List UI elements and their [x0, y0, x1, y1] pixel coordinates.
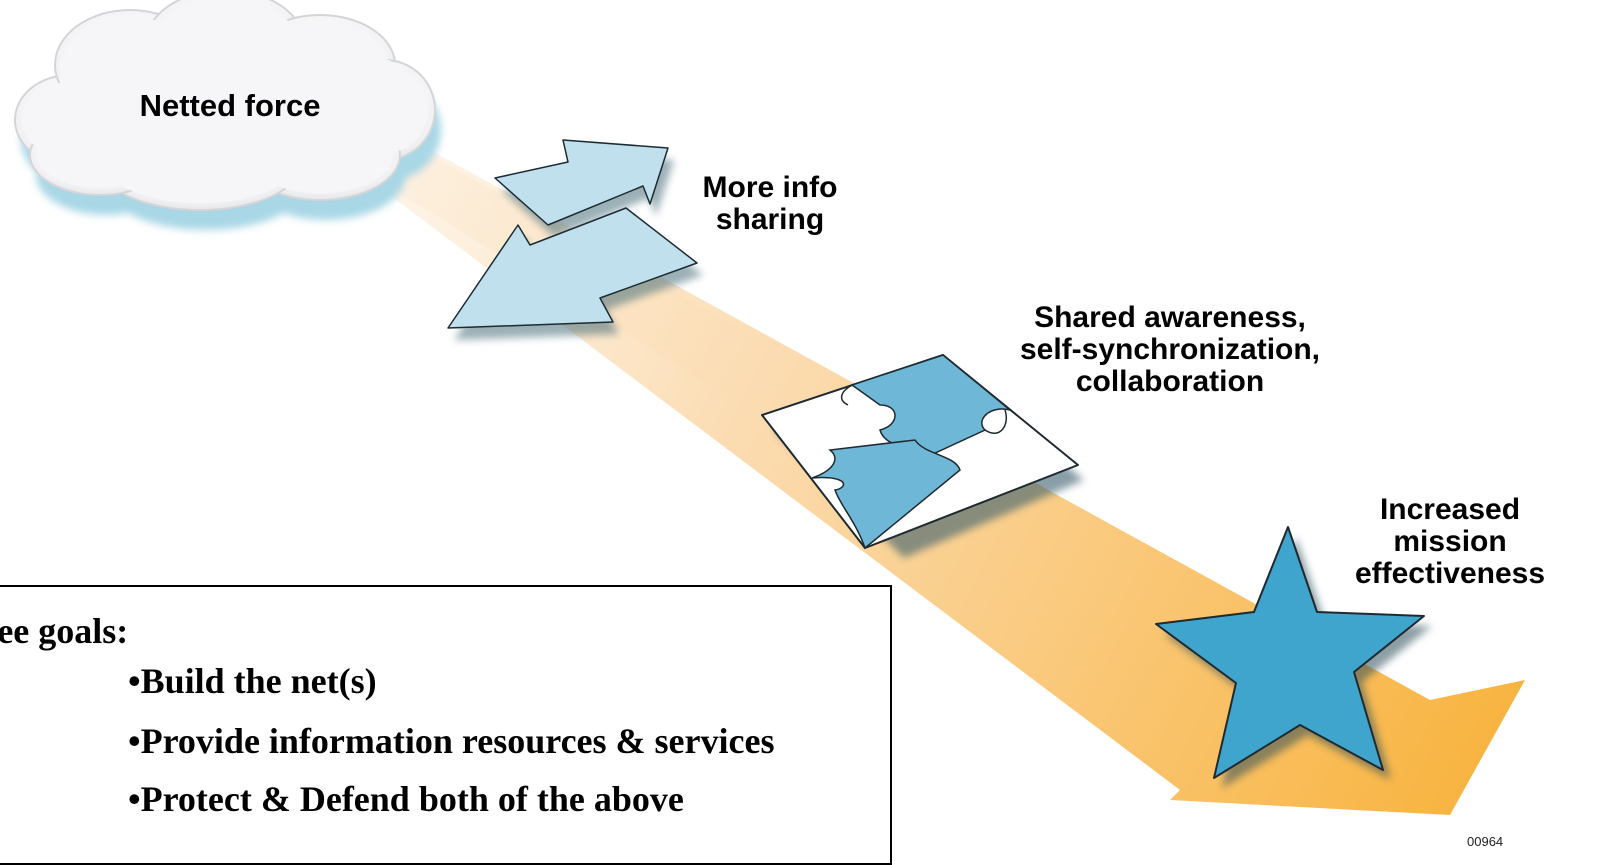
goal-item: •Provide information resources & service…: [128, 721, 775, 761]
netted-force-label: Netted force: [139, 88, 321, 123]
cloud-icon: [14, 0, 441, 230]
shared-awareness-label: Shared awareness, self-synchronization, …: [1019, 301, 1321, 398]
figure-code: 00964: [1467, 834, 1504, 849]
goals-title: ree goals:: [0, 611, 129, 651]
goals-box: [0, 585, 892, 865]
star-icon: [1155, 526, 1432, 788]
goal-item: •Protect & Defend both of the above: [128, 779, 684, 819]
info-sharing-label: More info sharing: [702, 171, 838, 236]
puzzle-icon: [761, 354, 1084, 558]
double-arrow-icon: [447, 139, 703, 340]
mission-effectiveness-label: Increased mission effectiveness: [1354, 493, 1546, 590]
goal-item: •Build the net(s): [128, 661, 377, 701]
